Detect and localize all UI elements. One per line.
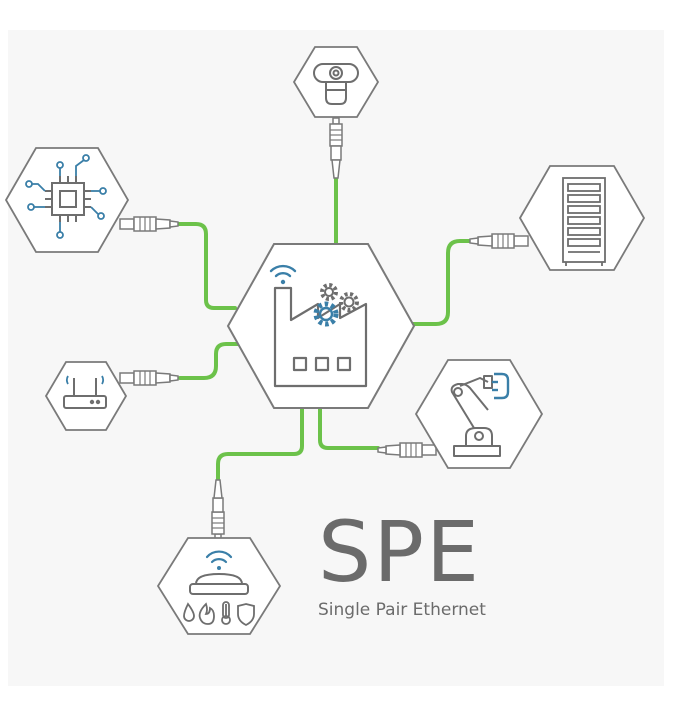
server-rack-node (518, 165, 646, 271)
shield-icon (237, 603, 255, 627)
sensor-hexagon (156, 537, 282, 635)
robot-arm-node (414, 359, 544, 469)
robot-arm-icon (450, 375, 501, 457)
water-drop-icon (183, 602, 195, 622)
cable-sensor (216, 406, 304, 482)
cables (176, 176, 472, 482)
thermometer-icon (221, 601, 231, 625)
brand-subtitle: Single Pair Ethernet (318, 600, 486, 620)
connectors (119, 117, 529, 541)
flame-icon (198, 602, 215, 625)
connector-sensor (211, 479, 225, 541)
connector-chip (119, 216, 179, 232)
server-rack-hexagon (518, 165, 646, 271)
sensor-wifi-icon (205, 550, 233, 570)
connector-camera (329, 117, 343, 179)
hub-factory-node (226, 243, 416, 409)
circuit-traces-icon (25, 154, 107, 239)
robot-gripper-icon (492, 372, 510, 400)
microchip-icon (45, 176, 91, 222)
robot-arm-hexagon (414, 359, 544, 469)
cable-server (410, 239, 472, 326)
camera-icon (313, 63, 359, 105)
router-wifi-icon (66, 375, 104, 385)
connector-robot (377, 442, 437, 458)
server-rack-icon (562, 177, 606, 266)
connector-router (119, 370, 179, 386)
microchip-hexagon (4, 147, 130, 253)
cable-router (178, 342, 242, 380)
wifi-icon (269, 264, 297, 285)
connector-server (469, 233, 529, 249)
cable-robot (318, 406, 380, 450)
cable-chip (176, 222, 237, 310)
camera-node (292, 46, 380, 118)
sensor-gateway-icon (189, 572, 249, 595)
router-node (44, 361, 128, 431)
gears-icon (313, 283, 359, 327)
sensor-gateway-node (156, 537, 282, 635)
microchip-node (4, 147, 130, 253)
router-icon (63, 378, 107, 409)
brand-title: SPE (318, 503, 482, 601)
